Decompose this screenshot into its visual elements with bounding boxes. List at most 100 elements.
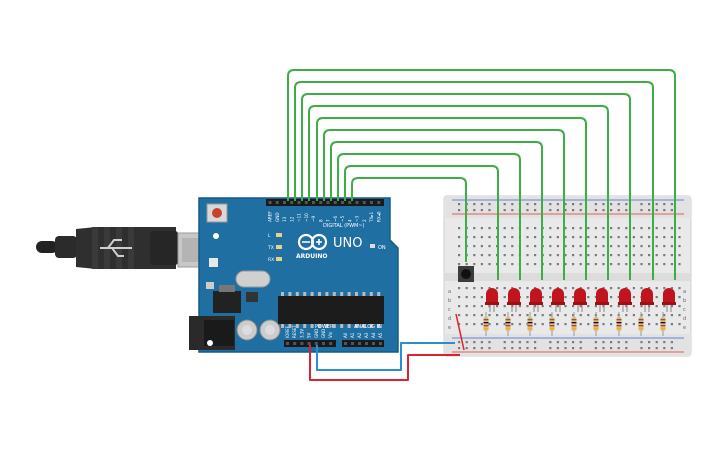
power-pin[interactable] [307,342,311,345]
row-letter: a [448,289,451,295]
digital-pin-label: 7 [326,219,331,222]
digital-pin-label: RX◂0 [376,211,381,222]
digital-pin[interactable] [355,201,359,204]
capacitor-1 [236,319,258,341]
row-letter: b [448,298,451,304]
digital-pin[interactable] [326,201,330,204]
resistor [571,312,577,336]
jumper-wire [455,313,465,351]
analog-pin[interactable] [351,342,354,345]
analog-pin-label: A0 [343,332,348,338]
digital-pin[interactable] [304,201,308,204]
resistor [549,312,555,336]
board-led-label: RX [268,257,274,263]
board-led-l [276,233,282,237]
analog-header-label: ANALOG IN [354,324,382,330]
led [640,288,654,312]
digital-pin[interactable] [268,201,272,204]
digital-pin-label: 12 [289,216,294,222]
digital-pin-label: ~6 [333,215,338,222]
voltage-regulator [213,291,241,313]
analog-pin[interactable] [365,342,368,345]
row-letter: d [683,316,686,322]
signal-wire [323,129,565,280]
digital-pin[interactable] [370,201,373,204]
analog-pin[interactable] [372,342,375,345]
board-led-label: L [268,233,271,239]
power-pin-label: GND [321,329,326,338]
signal-wire [287,69,676,280]
digital-pin-label: ~10 [304,213,309,222]
digital-pin-label: 13 [282,216,287,222]
5v-wire [309,345,460,381]
resistor [505,312,511,336]
led [529,288,543,312]
row-letter: d [448,316,451,322]
power-pin-label: IOREF [285,325,290,338]
resistor [527,312,533,336]
usb-cable [36,227,209,269]
digital-pin-label: GND [275,212,280,222]
digital-pin-label: ~11 [297,213,302,222]
analog-pin[interactable] [344,342,347,345]
led [485,288,499,312]
board-model-label: UNO [333,236,362,251]
digital-pin-label: TX▸1 [369,211,374,223]
power-pin[interactable] [322,342,325,345]
push-button[interactable] [458,266,474,282]
digital-pin-label: ~9 [311,215,316,222]
digital-pin[interactable] [348,201,352,204]
digital-header [266,199,384,206]
board-led-tx [276,245,282,249]
digital-pin-label: ~5 [340,215,345,222]
row-letter: e [683,325,686,331]
signal-wire [344,165,499,280]
power-header-label: POWER [315,324,334,330]
power-pin[interactable] [300,342,304,345]
analog-pin[interactable] [379,342,382,345]
power-pin[interactable] [293,342,297,345]
digital-pin-label: 2 [362,219,367,222]
power-pin-label: GND [314,329,319,338]
digital-pin[interactable] [312,201,315,204]
led [595,288,609,312]
power-pin[interactable] [329,342,333,345]
led [618,288,632,312]
signal-wire [301,93,631,280]
row-letter: c [448,307,451,313]
digital-header-label: DIGITAL (PWM~) [323,223,365,229]
signal-wire [316,117,587,280]
reset-button[interactable] [206,203,228,223]
digital-pin[interactable] [362,201,366,204]
analog-pin-label: A1 [350,332,355,338]
digital-pin[interactable] [275,201,279,204]
digital-pin[interactable] [290,201,294,204]
row-letter: b [683,298,686,304]
power-pin[interactable] [286,342,289,345]
led [507,288,521,312]
power-pin-label: Vin [328,331,333,338]
digital-pin[interactable] [333,201,337,204]
digital-pin[interactable] [377,201,381,204]
on-led-label: ON [378,245,386,251]
signal-wire [308,105,609,280]
resistor [638,312,644,336]
digital-pin[interactable] [283,201,286,204]
analog-pin-label: A2 [357,332,362,338]
digital-pin[interactable] [319,201,323,204]
ground-wire [316,342,455,371]
power-pin-label: 5V [307,332,312,338]
row-letter: e [448,325,451,331]
signal-wire [330,141,543,280]
analog-pin[interactable] [358,342,361,345]
digital-pin-label: AREF [268,211,273,222]
resistor [593,312,599,336]
digital-pin[interactable] [341,201,344,204]
power-pin[interactable] [314,342,318,345]
analog-header [342,340,384,347]
resistor [660,312,666,336]
digital-pin[interactable] [297,201,301,204]
signal-wire [337,153,521,280]
